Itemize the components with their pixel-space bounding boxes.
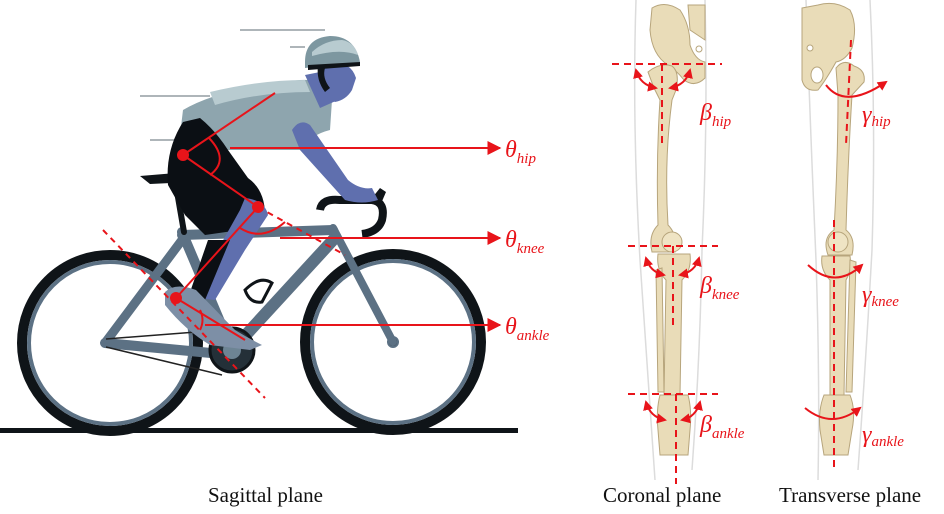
bottle-cage — [243, 278, 274, 304]
gamma-knee-label: γknee — [862, 282, 899, 310]
theta-ankle-label: θankle — [505, 314, 550, 344]
beta-knee-label: βknee — [699, 273, 740, 303]
rider-shorts — [167, 118, 265, 235]
handlebar — [316, 195, 387, 238]
rear-wheel — [17, 250, 203, 436]
transverse-annotations — [804, 39, 888, 470]
joint-markers — [170, 149, 264, 304]
gamma-hip-label: γhip — [862, 102, 891, 130]
knee-joint-marker — [252, 201, 264, 213]
coronal-plane-caption: Coronal plane — [603, 483, 722, 507]
coronal-annotations — [612, 63, 722, 484]
theta-hip-label: θhip — [505, 137, 536, 167]
rider-arm — [292, 122, 378, 203]
gamma-ankle-label: γankle — [862, 422, 904, 450]
transverse-leg-skeleton — [801, 0, 875, 481]
beta-ankle-label: βankle — [699, 412, 745, 442]
ground-line — [0, 428, 518, 433]
coronal-leg-skeleton — [633, 0, 707, 481]
beta-hip-label: βhip — [699, 100, 732, 130]
theta-knee-label: θknee — [505, 227, 545, 257]
hip-joint-marker — [177, 149, 189, 161]
rider-face — [318, 61, 356, 102]
ankle-joint-marker — [170, 292, 182, 304]
sagittal-annotations — [102, 92, 502, 399]
transverse-plane-caption: Transverse plane — [779, 483, 922, 507]
rider-shoe — [165, 286, 262, 350]
sagittal-plane-caption: Sagittal plane — [208, 483, 323, 507]
cyclist-illustration — [0, 29, 518, 436]
